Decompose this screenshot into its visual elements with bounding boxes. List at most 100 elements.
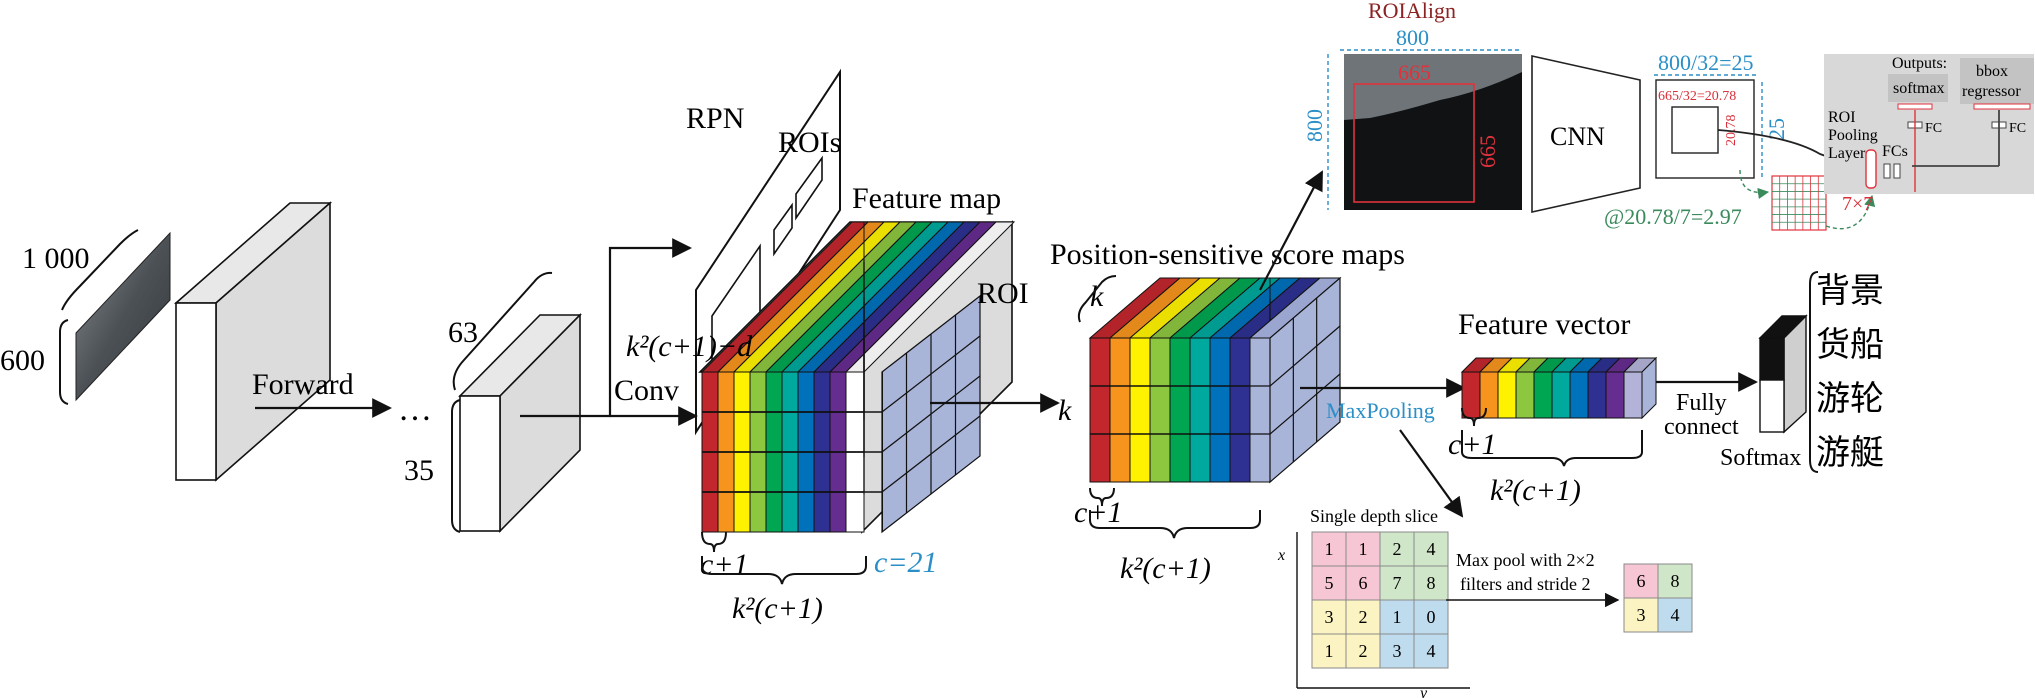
input-height-brace: [59, 319, 69, 405]
ps-k2-brace: [1089, 510, 1261, 539]
head-pool-block: [1865, 149, 1877, 189]
fully-label-2: connect: [1664, 414, 1739, 440]
conv2-depth-brace: [452, 271, 553, 391]
fv-slice-2: [1497, 371, 1517, 419]
roialign-img-w: 800: [1396, 25, 1429, 50]
rois-label: ROIs: [778, 126, 841, 159]
head-softmax-label: softmax: [1893, 80, 1945, 97]
roialign-inset: ROIAlign 800 800 665 665 CNN 800/32=25 6…: [1302, 0, 2034, 231]
rpn-roi-box-right: [795, 155, 823, 221]
roi-label: ROI: [977, 277, 1029, 310]
feature-depth-label: k²(c+1)−d: [626, 330, 753, 363]
maxpool-result-cell-1-1: [1657, 597, 1693, 633]
maxpool-cell-2-2: [1379, 599, 1415, 635]
rpn-branch-line: [520, 238, 692, 418]
maxpool-caption-2: filters and stride 2: [1460, 574, 1590, 594]
maxpool-y-label: y: [1418, 685, 1428, 698]
head-roi-pool-3: Layer: [1828, 145, 1866, 162]
maxpool-cell-0-1: [1345, 531, 1381, 567]
fm-c1-brace: [701, 531, 727, 553]
maxpool-cell-3-1: [1345, 633, 1381, 669]
roialign-roi-w: 665: [1398, 60, 1431, 85]
ps-slice-5: [1189, 337, 1211, 483]
ps-slice-7: [1229, 337, 1251, 483]
fv-c1-label: c+1: [1448, 428, 1497, 461]
roialign-cnn-label: CNN: [1550, 122, 1605, 151]
fm-roi-row-3: [881, 415, 981, 493]
head-bbox-box: [1960, 58, 2034, 104]
input-height-label: 600: [0, 344, 45, 377]
c-value-label: c=21: [874, 546, 938, 579]
maxpooling-label: MaxPooling: [1326, 398, 1435, 423]
ra-grid-frame: [1771, 175, 1827, 231]
ps-slice-3: [1149, 337, 1171, 483]
ps-slice-2: [1129, 337, 1151, 483]
ps-k-top-brace: [1077, 275, 1117, 323]
ps-c1-brace: [1089, 487, 1115, 507]
maxpool-result-cell-1-0: [1623, 597, 1659, 633]
head-outputs-label: Outputs:: [1892, 55, 1947, 72]
maxpool-cell-0-2: [1379, 531, 1415, 567]
ellipsis: …: [398, 391, 432, 428]
roialign-roi: [1353, 83, 1475, 203]
ps-slice-4: [1169, 337, 1191, 483]
class-label-1: 货船: [1816, 326, 1884, 364]
maxpool-cell-value-0-3: 4: [1427, 539, 1436, 559]
ps-c1-label: c+1: [1074, 496, 1123, 529]
roialign-img-h: 800: [1302, 109, 1327, 142]
roialign-cnn-trapezoid: [1531, 55, 1641, 213]
ps-k-top-label: k: [1090, 280, 1104, 313]
maxpool-cell-2-1: [1345, 599, 1381, 635]
conv-label: Conv: [614, 374, 679, 407]
roialign-bin-curve: [1739, 169, 1770, 199]
head-bbox-bar: [1973, 103, 2031, 110]
maxpool-cell-value-1-0: 5: [1325, 573, 1334, 593]
maxpool-cell-value-1-1: 6: [1359, 573, 1368, 593]
maxpool-cell-value-2-0: 3: [1325, 607, 1334, 627]
ps-side-row-1: [1269, 325, 1341, 387]
head-fcs-block-1: [1883, 163, 1891, 179]
class-label-2: 游轮: [1816, 380, 1884, 418]
fv-slice-3: [1515, 371, 1535, 419]
fm-k2-label: k²(c+1): [732, 592, 823, 625]
maxpool-cell-value-3-0: 1: [1325, 641, 1334, 661]
maxpool-cell-value-1-3: 8: [1427, 573, 1436, 593]
maxpool-cell-value-3-2: 3: [1393, 641, 1402, 661]
feature-vector-label: Feature vector: [1458, 308, 1630, 341]
rpn-label: RPN: [686, 102, 744, 135]
maxpool-cell-2-3: [1413, 599, 1449, 635]
ps-to-maxpool-demo-arrow: [1399, 429, 1464, 518]
maxpool-cell-3-3: [1413, 633, 1449, 669]
input-width-brace: [61, 229, 139, 311]
maxpool-cell-value-2-1: 2: [1359, 607, 1368, 627]
head-fcs-block-2: [1893, 163, 1901, 179]
ps-side-row-2: [1269, 373, 1341, 435]
maxpool-cell-value-2-2: 1: [1393, 607, 1402, 627]
conv2-front: [459, 395, 501, 532]
fv-slice-0: [1461, 371, 1481, 419]
feature-map-block: [698, 220, 1016, 534]
ps-slice-0: [1089, 337, 1111, 483]
fv-k2-label: k²(c+1): [1490, 474, 1581, 507]
roialign-fm-h: 25: [1764, 118, 1789, 140]
roialign-pool-curve: [1825, 194, 1876, 230]
head-softmax-box: [1888, 74, 1948, 102]
fm-c1-label: c+1: [700, 548, 749, 581]
conv2-side-label: 35: [404, 454, 434, 487]
maxpool-cell-value-0-1: 1: [1359, 539, 1368, 559]
head-fcs-label: FCs: [1882, 143, 1908, 160]
ps-score-maps-block: [1088, 276, 1342, 484]
ps-to-roialign-arrow: [1259, 170, 1323, 291]
maxpool-title: Single depth slice: [1310, 506, 1438, 526]
rpn-roi-box-small: [773, 202, 793, 257]
fv-slice-8: [1605, 371, 1625, 419]
roialign-sat-coast: [1344, 54, 1522, 120]
head-bbox-label-1: bbox: [1976, 63, 2008, 80]
maxpool-cell-1-1: [1345, 565, 1381, 601]
maxpool-cell-value-0-2: 2: [1393, 539, 1402, 559]
ps-slice-1: [1109, 337, 1131, 483]
fv-slice-5: [1551, 371, 1571, 419]
softmax-label: Softmax: [1720, 445, 1801, 471]
